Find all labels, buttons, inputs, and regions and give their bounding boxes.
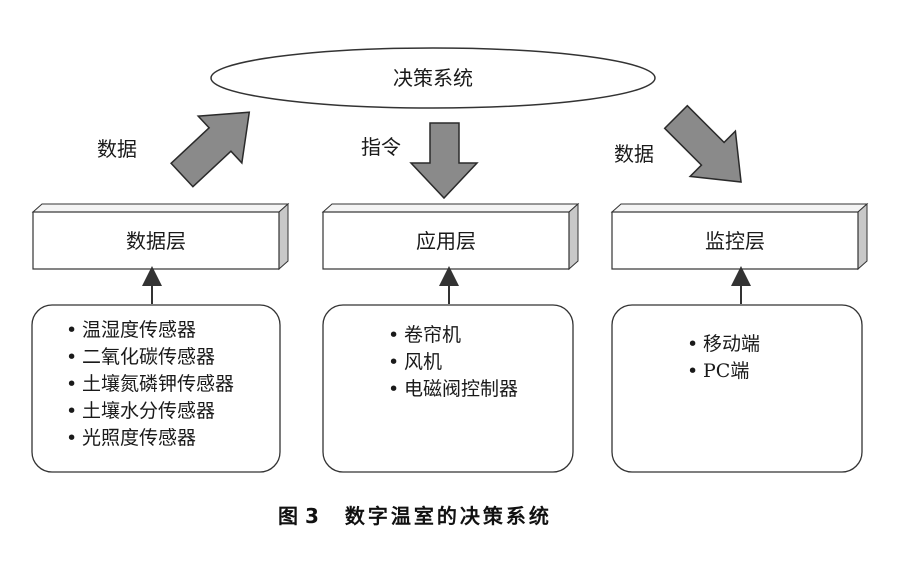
list-item: •风机 — [388, 349, 518, 376]
bullet: • — [66, 346, 78, 368]
data-layer-device-box — [31, 304, 281, 473]
decision-system-ellipse — [210, 47, 656, 109]
figure-caption: 图 3 数字温室的决策系统 — [278, 506, 552, 526]
bullet: • — [66, 319, 78, 341]
list-item: •土壤水分传感器 — [66, 398, 234, 425]
list-item: •移动端 — [687, 331, 760, 358]
list-item-label: 风机 — [404, 351, 443, 373]
list-item-label: 土壤水分传感器 — [82, 400, 216, 422]
figure-title: 数字温室的决策系统 — [344, 504, 552, 528]
decision-system-label: 决策系统 — [393, 66, 473, 90]
bullet: • — [66, 400, 78, 422]
bullet: • — [687, 333, 699, 355]
application-layer-device-box — [322, 304, 574, 473]
list-item: •二氧化碳传感器 — [66, 344, 234, 371]
application-layer-label: 应用层 — [416, 229, 476, 253]
list-item-label: 电磁阀控制器 — [404, 378, 519, 400]
bullet: • — [388, 324, 400, 346]
list-item-label: PC端 — [703, 360, 750, 382]
list-item-label: 土壤氮磷钾传感器 — [82, 373, 235, 395]
list-item-label: 移动端 — [703, 333, 761, 355]
monitoring-layer-device-list: •移动端 •PC端 — [687, 331, 760, 385]
bullet: • — [388, 351, 400, 373]
data-layer-label: 数据层 — [126, 229, 186, 253]
monitoring-layer-label: 监控层 — [705, 229, 765, 253]
middle-instruction-arrow — [409, 122, 479, 200]
bullet: • — [388, 378, 400, 400]
list-item-label: 二氧化碳传感器 — [82, 346, 216, 368]
data-layer-box — [31, 202, 290, 271]
list-item-label: 卷帘机 — [404, 324, 462, 346]
bullet: • — [66, 373, 78, 395]
list-item: •土壤氮磷钾传感器 — [66, 371, 234, 398]
middle-arrow-label: 指令 — [361, 135, 401, 159]
list-item: •温湿度传感器 — [66, 317, 234, 344]
list-item: •卷帘机 — [388, 322, 518, 349]
list-item: •PC端 — [687, 358, 760, 385]
list-item: •电磁阀控制器 — [388, 376, 518, 403]
right-arrow-label: 数据 — [614, 142, 654, 166]
list-item: •光照度传感器 — [66, 425, 234, 452]
monitoring-layer-device-box — [611, 304, 863, 473]
list-item-label: 温湿度传感器 — [82, 319, 197, 341]
right-data-arrow — [663, 104, 742, 183]
left-arrow-label: 数据 — [97, 137, 137, 161]
application-layer-box — [321, 202, 580, 271]
bullet: • — [66, 427, 78, 449]
left-data-arrow — [170, 111, 251, 188]
data-layer-device-list: •温湿度传感器 •二氧化碳传感器 •土壤氮磷钾传感器 •土壤水分传感器 •光照度… — [66, 317, 234, 452]
list-item-label: 光照度传感器 — [82, 427, 197, 449]
figure-number: 图 3 — [278, 504, 319, 528]
bullet: • — [687, 360, 699, 382]
application-layer-device-list: •卷帘机 •风机 •电磁阀控制器 — [388, 322, 518, 403]
